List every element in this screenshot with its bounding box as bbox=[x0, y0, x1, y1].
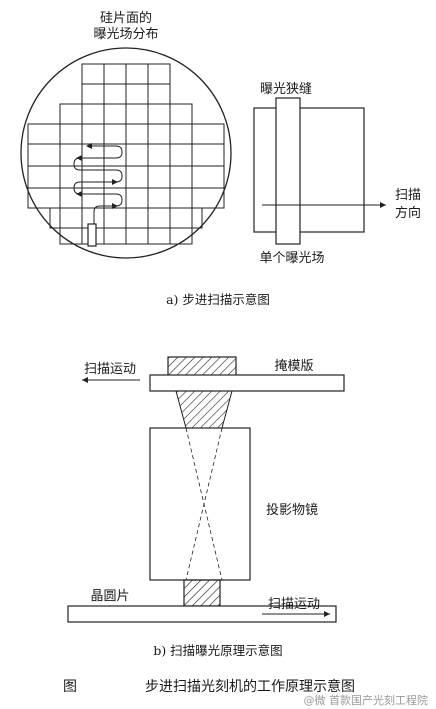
single-exposure-field bbox=[253, 107, 365, 233]
diagram-step-scan: 硅片面的 曝光场分布 bbox=[20, 10, 421, 307]
slit-label: 曝光狭缝 bbox=[260, 82, 312, 97]
optical-path-2 bbox=[185, 427, 223, 581]
caption-b: b) 扫描曝光原理示意图 bbox=[153, 643, 282, 658]
mask-plate bbox=[149, 374, 345, 392]
wafer-scan-label: 扫描运动 bbox=[268, 597, 320, 612]
light-beam bbox=[175, 390, 233, 429]
mask-scan-label: 扫描运动 bbox=[84, 362, 136, 377]
scan-direction-line1: 扫描 bbox=[395, 188, 421, 203]
figure-prefix: 图 bbox=[63, 679, 77, 695]
mask-label: 掩模版 bbox=[274, 359, 313, 374]
scan-path-arrows bbox=[76, 143, 118, 209]
caption-a: a) 步进扫描示意图 bbox=[166, 292, 270, 307]
figure-title: 步进扫描光刻机的工作原理示意图 bbox=[145, 678, 355, 695]
single-field-label: 单个曝光场 bbox=[259, 251, 324, 266]
scan-direction-line2: 方向 bbox=[395, 205, 421, 221]
wafer-plate bbox=[67, 605, 337, 623]
watermark: @微 首款国产光刻工程院 bbox=[304, 693, 429, 707]
scan-path bbox=[73, 145, 123, 224]
wafer-label: 晶圆片 bbox=[90, 589, 129, 604]
lens-label: 投影物镜 bbox=[266, 502, 318, 518]
diagram-scan-exposure: 扫描运动 掩模版 投影物镜 晶圆片 扫描运动 b) 扫描曝光原理示意图 bbox=[67, 356, 345, 658]
mask-pattern bbox=[167, 356, 237, 378]
exposure-slit bbox=[275, 97, 301, 245]
wafer-title-line2: 曝光场分布 bbox=[93, 27, 158, 42]
exposure-column bbox=[183, 579, 221, 607]
exposure-field-grid bbox=[27, 63, 225, 245]
start-exposure-field bbox=[87, 223, 97, 247]
wafer-title-line1: 硅片面的 bbox=[100, 10, 152, 26]
projection-lens bbox=[149, 427, 251, 581]
wafer-circle bbox=[20, 47, 232, 259]
